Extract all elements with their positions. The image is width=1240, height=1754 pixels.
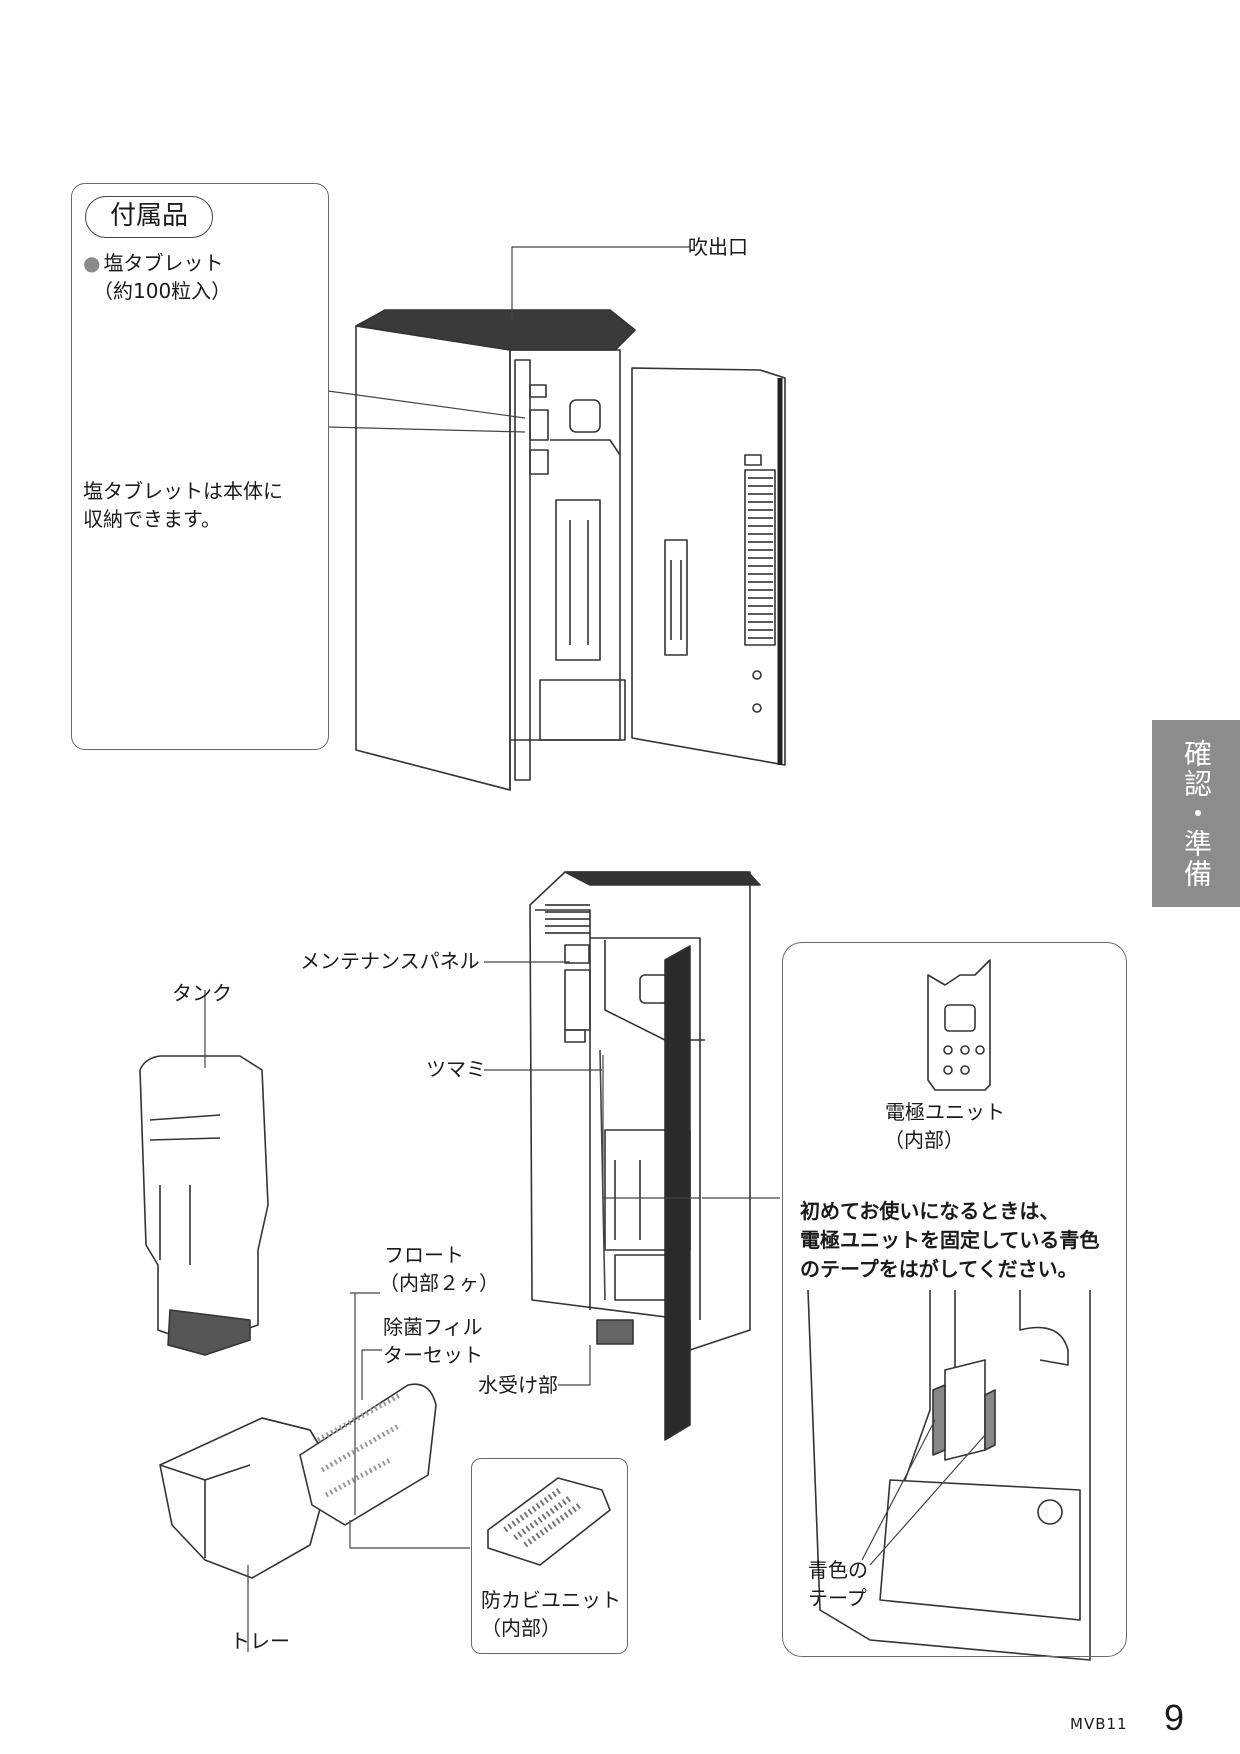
electrode-note-line3: のテープをはがしてください。	[800, 1257, 1078, 1281]
tank-label: タンク	[172, 981, 232, 1005]
anti-mold-label-line1: 防カビユニット	[481, 1588, 621, 1612]
water-receiver-label: 水受け部	[478, 1373, 558, 1397]
page-number: 9	[1164, 1697, 1185, 1738]
tank-illustration	[139, 990, 269, 1356]
knob-label: ツマミ	[426, 1057, 486, 1081]
accessories-panel	[71, 183, 329, 750]
electrode-panel	[782, 942, 1127, 1657]
electrode-label-line2: （内部）	[884, 1128, 964, 1152]
blue-tape-label-line2: テープ	[808, 1586, 867, 1610]
bullet-icon: ●	[83, 251, 101, 275]
humidifier-bottom-illustration	[484, 871, 780, 1441]
filter-label-line1: 除菌フィル	[383, 1315, 483, 1339]
salt-tablet-name: 塩タブレット	[103, 251, 224, 275]
electrode-note-line1: 初めてお使いになるときは、	[800, 1199, 1060, 1223]
accessories-title: 付属品	[85, 196, 213, 238]
salt-tablet-qty: （約100粒入）	[93, 279, 232, 303]
tray-label: トレー	[230, 1629, 290, 1653]
tray-filter-illustration	[159, 1292, 470, 1652]
float-label-line2: （内部２ヶ）	[379, 1271, 499, 1295]
electrode-note-line2: 電極ユニットを固定している青色	[800, 1228, 1100, 1252]
electrode-detail-illustration	[807, 1289, 1091, 1661]
salt-tablet-item: ●塩タブレット	[83, 250, 223, 277]
anti-mold-unit-illustration	[487, 1477, 611, 1566]
blue-tape-label-line1: 青色の	[808, 1558, 868, 1582]
storage-note-line1: 塩タブレットは本体に	[83, 479, 283, 503]
section-side-tab: 確認・準備	[1152, 720, 1240, 907]
maintenance-panel-label: メンテナンスパネル	[300, 949, 480, 973]
electrode-label-line1: 電極ユニット	[885, 1100, 1005, 1124]
filter-label-line2: ターセット	[383, 1343, 483, 1367]
storage-note-line2: 収納できます。	[83, 507, 221, 531]
anti-mold-unit-panel	[471, 1458, 628, 1654]
anti-mold-label-line2: （内部）	[481, 1616, 561, 1640]
outlet-label: 吹出口	[688, 235, 748, 259]
humidifier-top-open-illustration	[355, 246, 786, 791]
electrode-unit-illustration	[927, 959, 991, 1091]
float-label-line1: フロート	[384, 1243, 464, 1267]
model-code: MVB11	[1070, 1715, 1128, 1733]
